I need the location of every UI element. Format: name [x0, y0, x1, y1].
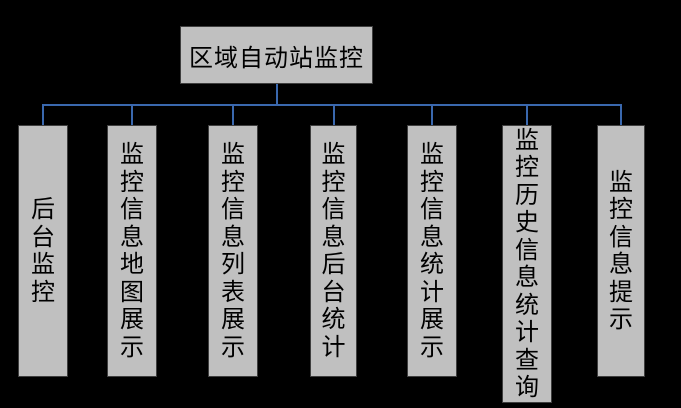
connector-horizontal-bus — [42, 104, 622, 106]
connector-drop-info-alert — [620, 104, 622, 125]
node-monitoring-history-stats-query: 监 控 历 史 信 息 统 计 查 询 — [502, 125, 552, 403]
node-monitoring-info-list-display-label: 监 控 信 息 列 表 展 示 — [221, 140, 245, 361]
node-monitoring-info-stats-display: 监 控 信 息 统 计 展 示 — [407, 125, 457, 377]
root-node-label: 区域自动站监控 — [189, 43, 364, 72]
node-monitoring-info-list-display: 监 控 信 息 列 表 展 示 — [208, 125, 258, 377]
connector-drop-stats-display — [431, 104, 433, 125]
node-monitoring-info-backend-stats-label: 监 控 信 息 后 台 统 计 — [321, 140, 346, 361]
connector-drop-history-stats-query — [526, 104, 528, 125]
node-monitoring-info-alert: 监 控 信 息 提 示 — [597, 125, 645, 377]
connector-drop-backend-monitoring — [42, 104, 44, 125]
node-backend-monitoring-label: 后 台 监 控 — [31, 195, 55, 306]
node-monitoring-info-stats-display-label: 监 控 信 息 统 计 展 示 — [420, 140, 444, 361]
connector-drop-map-display — [131, 104, 133, 125]
node-backend-monitoring: 后 台 监 控 — [18, 125, 68, 377]
node-monitoring-info-map-display: 监 控 信 息 地 图 展 示 — [107, 125, 157, 377]
node-monitoring-info-alert-label: 监 控 信 息 提 示 — [609, 167, 633, 333]
node-monitoring-info-backend-stats: 监 控 信 息 后 台 统 计 — [310, 125, 357, 377]
node-monitoring-info-map-display-label: 监 控 信 息 地 图 展 示 — [120, 140, 144, 361]
root-node-region-auto-station-monitoring: 区域自动站监控 — [180, 26, 373, 84]
node-monitoring-history-stats-query-label: 监 控 历 史 信 息 统 计 查 询 — [515, 125, 539, 401]
connector-root-drop — [276, 84, 278, 104]
connector-drop-backend-stats — [333, 104, 335, 125]
connector-drop-list-display — [232, 104, 234, 125]
